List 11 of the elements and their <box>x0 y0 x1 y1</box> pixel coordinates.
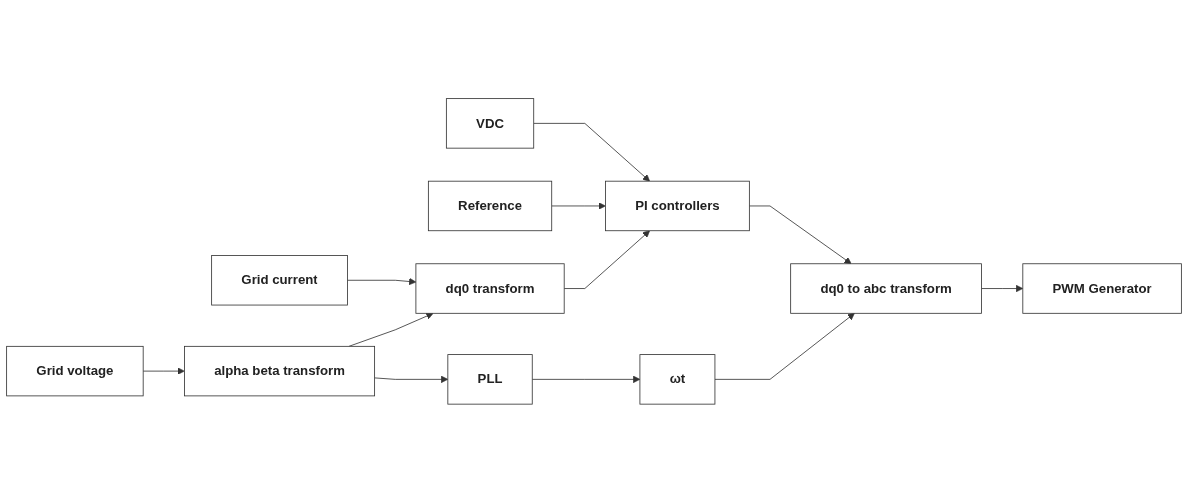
node-box: Reference <box>427 180 553 232</box>
node-box: PWM Generator <box>1022 263 1182 314</box>
node-box: dq0 to abc transform <box>790 263 982 314</box>
node-box: dq0 transform <box>415 263 565 314</box>
node-box: alpha beta transform <box>184 346 376 397</box>
node-box: PLL <box>447 354 533 405</box>
node-box: Grid current <box>211 255 348 306</box>
node-box: PI controllers <box>605 180 750 232</box>
node-box: ωt <box>639 354 716 405</box>
node-box: Grid voltage <box>6 346 144 397</box>
node-box: VDC <box>445 98 535 149</box>
